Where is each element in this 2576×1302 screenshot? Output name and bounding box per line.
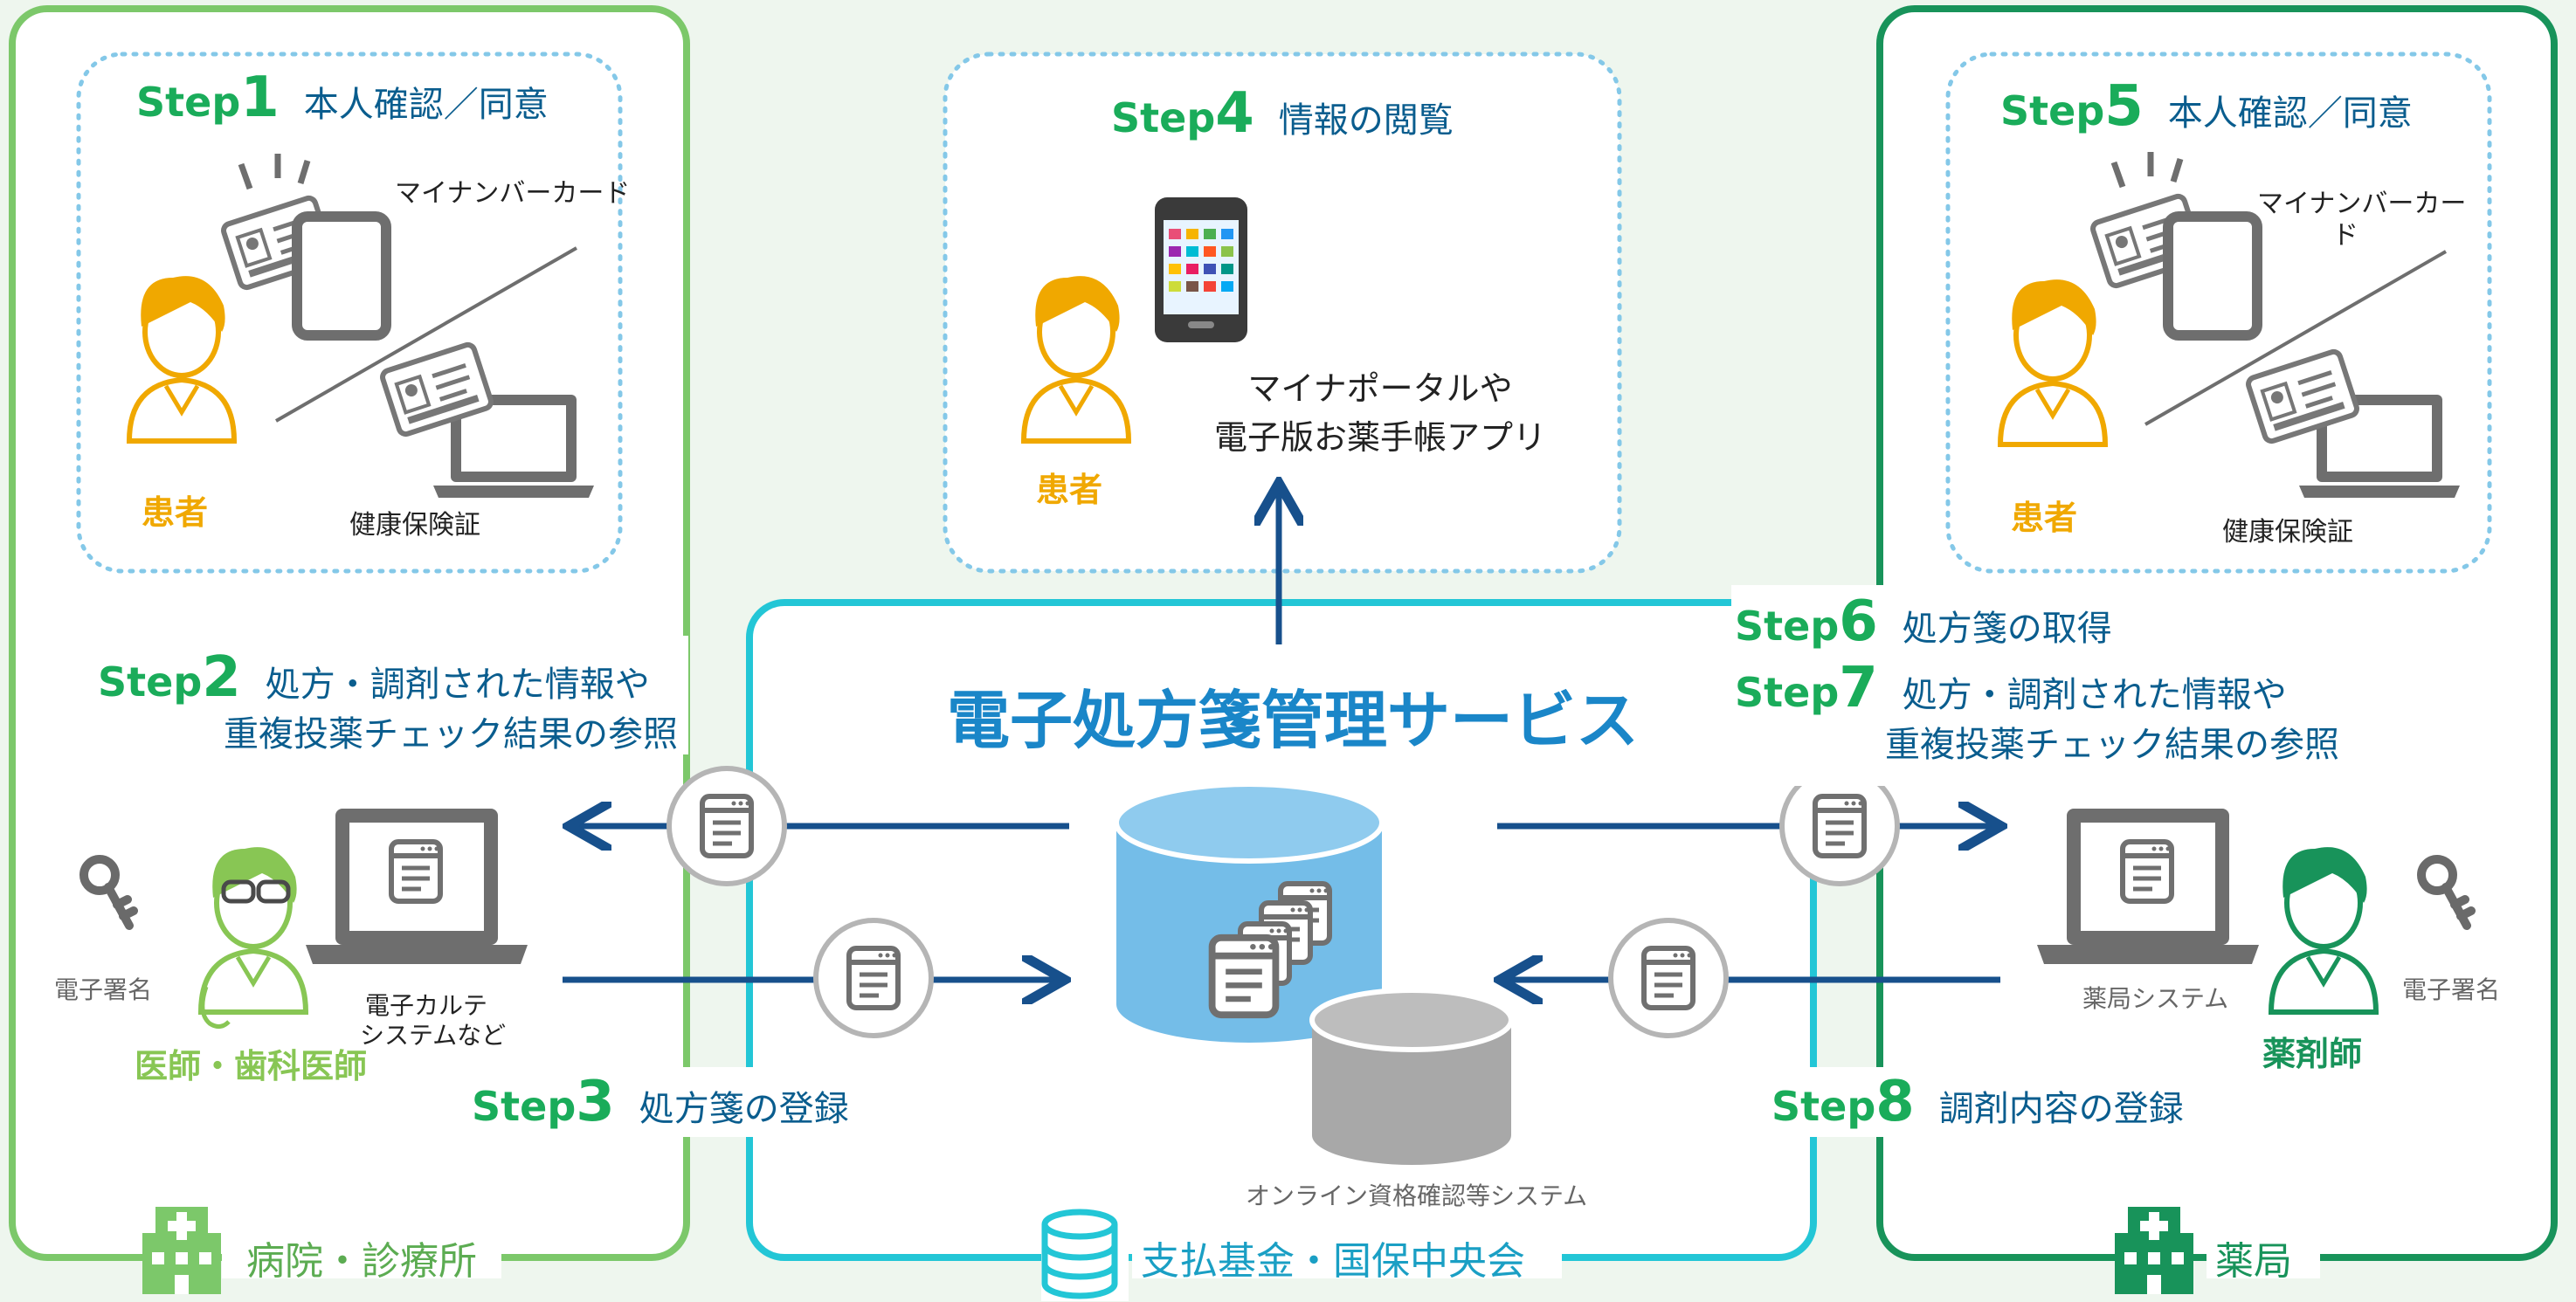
insurance-card-label: 健康保険証: [2222, 517, 2353, 548]
mynumber-card-label-cont: ド: [2332, 220, 2358, 251]
e-signature-label: 電子署名: [54, 975, 153, 1004]
step7-heading-line2: 重複投薬チェック結果の参照: [1885, 725, 2339, 765]
pharmacy-system-label: 薬局システム: [2082, 984, 2229, 1013]
portal-app-label-1: マイナポータルや: [1247, 369, 1513, 408]
insurance-card-label: 健康保険証: [349, 510, 480, 541]
patient-label: 患者: [142, 493, 209, 532]
pharmacy-panel-label: 薬局: [2215, 1239, 2292, 1284]
hospital-panel-label: 病院・診療所: [246, 1239, 477, 1284]
e-signature-label: 電子署名: [2402, 975, 2501, 1004]
mynumber-card-label: マイナンバーカー: [2257, 189, 2467, 219]
online-system-label: オンライン資格確認等システム: [1246, 1181, 1588, 1210]
patient-label: 患者: [1036, 471, 1103, 509]
step2-heading-line2: 重複投薬チェック結果の参照: [224, 714, 678, 754]
center-panel-label: 支払基金・国保中央会: [1141, 1239, 1525, 1284]
doctor-label: 医師・歯科医師: [135, 1047, 368, 1085]
mynumber-card-label: マイナンバーカード: [395, 178, 631, 209]
portal-app-label-2: 電子版お薬手帳アプリ: [1213, 418, 1546, 457]
patient-label: 患者: [2011, 499, 2078, 537]
service-title: 電子処方箋管理サービス: [947, 684, 1640, 757]
ekarte-label-1: 電子カルテ: [365, 991, 488, 1020]
ekarte-label-2: システムなど: [360, 1021, 507, 1050]
pharmacist-label: 薬剤師: [2262, 1035, 2363, 1073]
